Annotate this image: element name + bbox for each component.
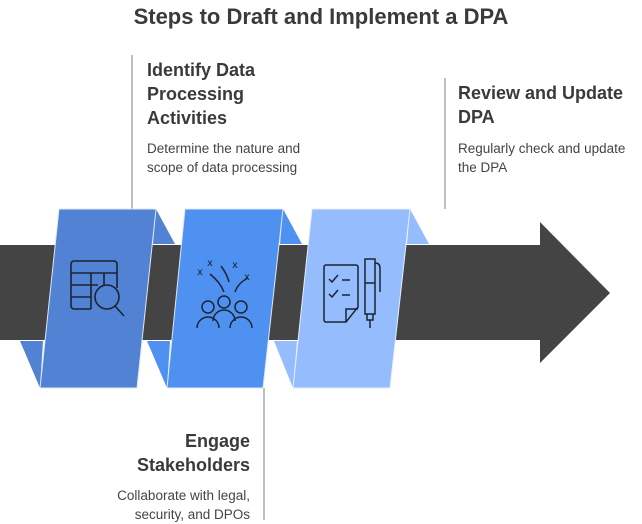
- step-1-title: Identify Data Processing Activities: [147, 58, 255, 130]
- step-3-panel: [274, 208, 429, 389]
- title-line: Engage: [184, 431, 250, 451]
- step-1-description: Determine the nature and scope of data p…: [147, 139, 300, 177]
- description-line: the DPA: [458, 160, 508, 175]
- team-ideas-icon: x x x x: [196, 258, 253, 329]
- svg-text:x: x: [232, 260, 238, 271]
- svg-text:x: x: [207, 258, 213, 269]
- step-3-title: Review and Update DPA: [458, 81, 623, 129]
- svg-text:x: x: [197, 267, 203, 278]
- description-line: scope of data processing: [147, 160, 298, 175]
- title-line: Processing: [147, 84, 245, 104]
- step-3-description: Regularly check and update the DPA: [458, 139, 625, 177]
- title-line: Identify Data: [147, 60, 256, 80]
- diagram-title: Steps to Draft and Implement a DPA: [133, 4, 509, 29]
- description-line: Regularly check and update: [458, 141, 626, 156]
- description-line: Determine the nature and: [147, 141, 301, 156]
- table-search-icon: [70, 260, 125, 317]
- description-line: security, and DPOs: [134, 507, 250, 522]
- title-line: DPA: [458, 107, 495, 127]
- step-2-panel: [147, 208, 302, 389]
- title-line: Stakeholders: [136, 455, 250, 475]
- title-line: Review and Update: [458, 83, 624, 103]
- step-1-panel: [20, 208, 175, 389]
- checklist-pen-icon: [323, 258, 381, 328]
- description-line: Collaborate with legal,: [117, 488, 250, 503]
- step-2-title: Engage Stakeholders: [137, 429, 250, 477]
- title-line: Activities: [147, 108, 228, 128]
- svg-text:x: x: [244, 272, 250, 283]
- step-2-description: Collaborate with legal, security, and DP…: [117, 486, 250, 524]
